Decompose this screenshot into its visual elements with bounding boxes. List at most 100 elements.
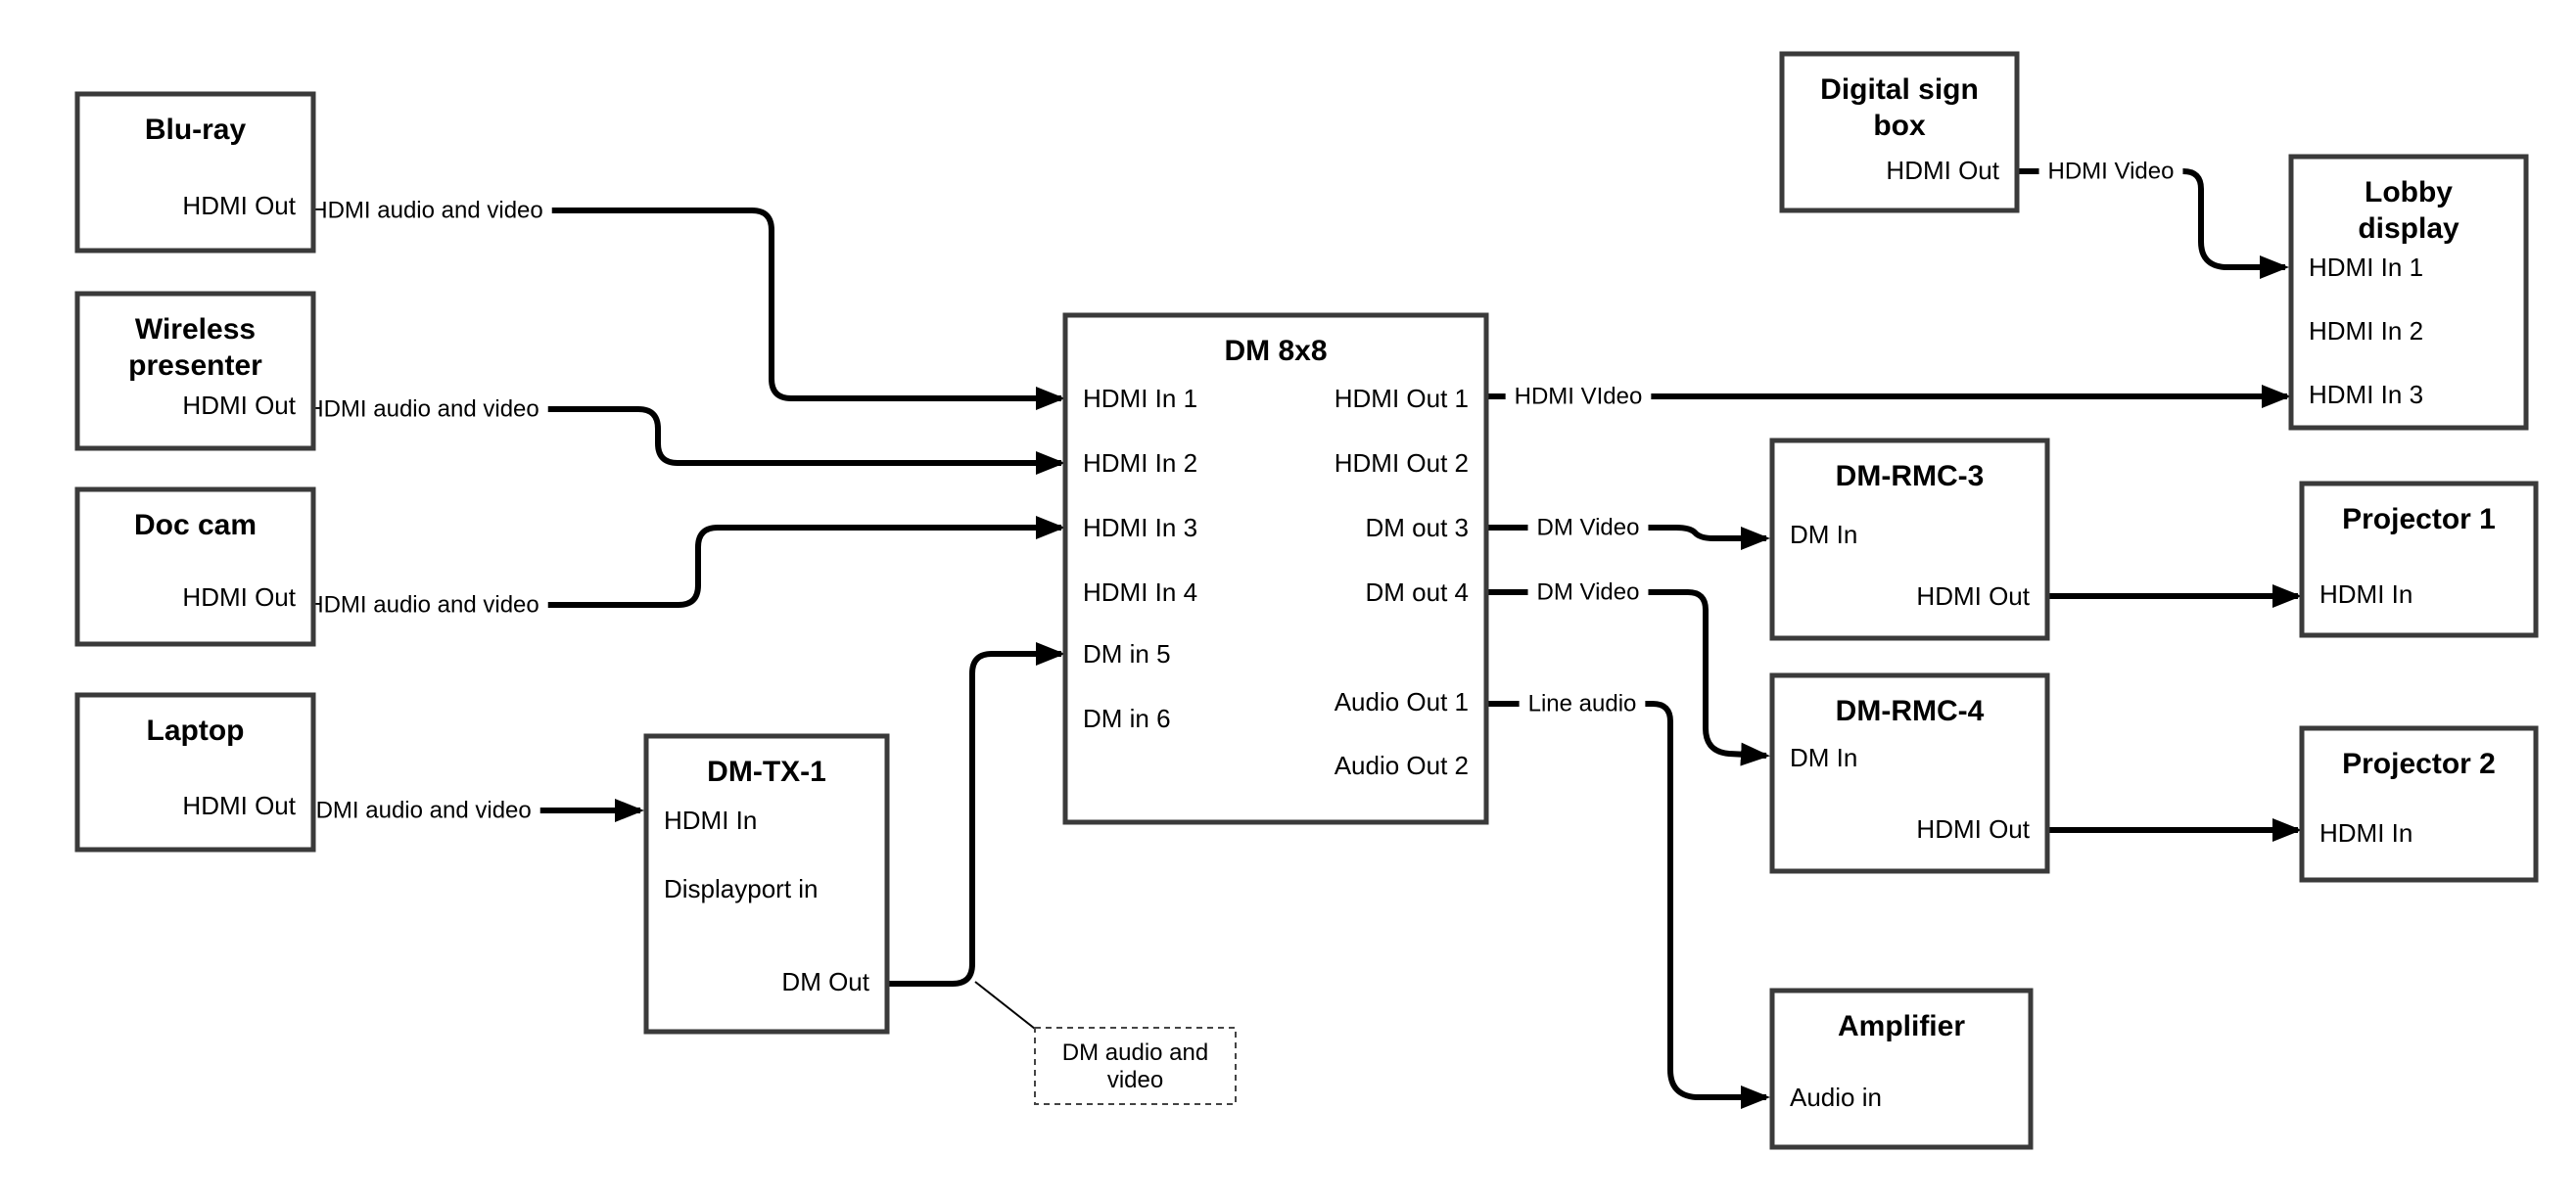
node-box-lobby-display — [2288, 154, 2529, 431]
edge-label-doccam-to-hdmi-in-3: HDMI audio and video — [298, 589, 548, 621]
port-dm-rmc-4-dm-in: DM In — [1790, 743, 1857, 772]
port-doc-cam-hdmi-out: HDMI Out — [182, 582, 296, 612]
port-lobby-display-hdmi-in-3: HDMI In 3 — [2309, 380, 2423, 409]
node-title-wireless-presenter: presenter — [128, 349, 262, 382]
edge-label-background — [1527, 512, 1649, 543]
port-blu-ray-hdmi-out: HDMI Out — [182, 191, 296, 220]
node-box-dm-tx-1 — [643, 733, 890, 1035]
node-title-laptop: Laptop — [147, 715, 245, 747]
node-box-projector-2 — [2299, 725, 2539, 883]
node-title-amplifier: Amplifier — [1838, 1010, 1965, 1042]
port-laptop-hdmi-out: HDMI Out — [182, 791, 296, 820]
port-dm-tx-1-hdmi-in: HDMI In — [664, 806, 757, 835]
edge-label-background — [290, 795, 540, 826]
port-digital-sign-box-hdmi-out: HDMI Out — [1886, 156, 1999, 185]
node-title-wireless-presenter: Wireless — [135, 313, 256, 346]
edge-label-text: DM Video — [1537, 515, 1640, 541]
node-title-projector-2: Projector 2 — [2342, 748, 2496, 780]
port-dm-8x8-hdmi-out-2: HDMI Out 2 — [1335, 448, 1469, 478]
edge-dm-out-4-to-rmc4-dm-in — [1486, 589, 1770, 766]
port-dm-rmc-3-dm-in: DM In — [1790, 520, 1857, 549]
edge-digital-sign-to-lobby-in-1 — [2017, 168, 2289, 279]
node-title-doc-cam: Doc cam — [134, 509, 257, 541]
node-title-digital-sign-box: box — [1873, 110, 1926, 142]
node-box-doc-cam — [74, 486, 316, 647]
edge-label-background — [298, 393, 548, 425]
edge-label-dm-out-3-to-rmc3-dm-in: DM Video — [1527, 512, 1649, 543]
node-title-projector-1: Projector 1 — [2342, 503, 2496, 535]
port-dm-tx-1-displayport-in: Displayport in — [664, 874, 819, 903]
edge-label-background — [1519, 688, 1646, 719]
edge-label-wireless-to-hdmi-in-2: HDMI audio and video — [298, 393, 548, 425]
node-title-lobby-display: Lobby — [2365, 176, 2453, 208]
node-box-laptop — [74, 692, 316, 853]
edge-label-text: HDMI audio and video — [310, 198, 542, 224]
node-title-digital-sign-box: Digital sign — [1820, 73, 1979, 106]
port-lobby-display-hdmi-in-1: HDMI In 1 — [2309, 253, 2423, 282]
edge-label-text: Line audio — [1528, 691, 1637, 717]
note-text-line: video — [1107, 1067, 1163, 1093]
edge-dm-out-3-to-rmc3-dm-in — [1486, 525, 1770, 550]
port-dm-8x8-dm-out-4: DM out 4 — [1366, 577, 1470, 607]
node-title-dm-rmc-4: DM-RMC-4 — [1836, 695, 1985, 727]
port-projector-1-hdmi-in: HDMI In — [2319, 579, 2412, 609]
node-title-dm-8x8: DM 8x8 — [1224, 335, 1327, 367]
edge-label-laptop-to-dmtx-hdmi-in: HDMI audio and video — [290, 795, 540, 826]
node-box-dm-rmc-3 — [1769, 438, 2050, 641]
port-dm-tx-1-dm-out: DM Out — [781, 967, 869, 996]
edge-label-text: HDMI Video — [2048, 159, 2175, 185]
port-dm-8x8-hdmi-in-3: HDMI In 3 — [1083, 513, 1197, 542]
edge-label-bluray-to-hdmi-in-1: HDMI audio and video — [302, 195, 552, 226]
port-dm-8x8-audio-out-2: Audio Out 2 — [1335, 751, 1469, 780]
port-dm-rmc-4-hdmi-out: HDMI Out — [1916, 814, 2030, 844]
edge-note-leader — [974, 981, 1036, 1030]
port-amplifier-audio-in: Audio in — [1790, 1083, 1882, 1112]
port-dm-8x8-audio-out-1: Audio Out 1 — [1335, 687, 1469, 716]
port-lobby-display-hdmi-in-2: HDMI In 2 — [2309, 316, 2423, 346]
node-projector-1: Projector 1 HDMI In — [2299, 481, 2539, 638]
node-dm-rmc-3: DM-RMC-3 DM In HDMI Out — [1769, 438, 2050, 641]
port-dm-8x8-dm-in-6: DM in 6 — [1083, 704, 1171, 733]
edge-label-background — [1505, 381, 1652, 412]
port-dm-8x8-hdmi-in-1: HDMI In 1 — [1083, 384, 1197, 413]
node-box-projector-1 — [2299, 481, 2539, 638]
port-wireless-presenter-hdmi-out: HDMI Out — [182, 391, 296, 420]
edge-doccam-to-hdmi-in-3 — [313, 516, 1065, 608]
edge-label-text: HDMI audio and video — [306, 396, 539, 423]
edge-label-digital-sign-to-lobby-in-1: HDMI Video — [2038, 156, 2183, 187]
node-box-dm-8x8 — [1062, 312, 1489, 825]
note-text-line: DM audio and — [1062, 1039, 1208, 1066]
edge-bluray-to-hdmi-in-1 — [313, 208, 1065, 410]
edge-label-background — [298, 589, 548, 621]
node-box-amplifier — [1769, 988, 2034, 1150]
edge-label-text: HDMI VIdeo — [1515, 384, 1643, 410]
edge-label-hdmi-out-1-to-lobby-in-3: HDMI VIdeo — [1505, 381, 1652, 412]
edge-label-text: HDMI audio and video — [299, 798, 531, 824]
edge-label-background — [302, 195, 552, 226]
port-dm-8x8-hdmi-in-2: HDMI In 2 — [1083, 448, 1197, 478]
port-dm-8x8-dm-in-5: DM in 5 — [1083, 639, 1171, 669]
port-dm-8x8-hdmi-out-1: HDMI Out 1 — [1335, 384, 1469, 413]
port-dm-8x8-hdmi-in-4: HDMI In 4 — [1083, 577, 1197, 607]
node-title-dm-rmc-3: DM-RMC-3 — [1836, 460, 1985, 492]
edge-audio-out-1-to-amplifier — [1486, 701, 1770, 1109]
node-title-blu-ray: Blu-ray — [145, 114, 247, 146]
note-box — [1034, 1027, 1237, 1105]
edge-label-background — [1527, 577, 1649, 608]
port-dm-rmc-3-hdmi-out: HDMI Out — [1916, 581, 2030, 611]
edge-label-text: HDMI audio and video — [306, 592, 539, 619]
edge-dmtx-dm-out-to-dm-in-5 — [887, 642, 1065, 987]
node-box-dm-rmc-4 — [1769, 672, 2050, 874]
